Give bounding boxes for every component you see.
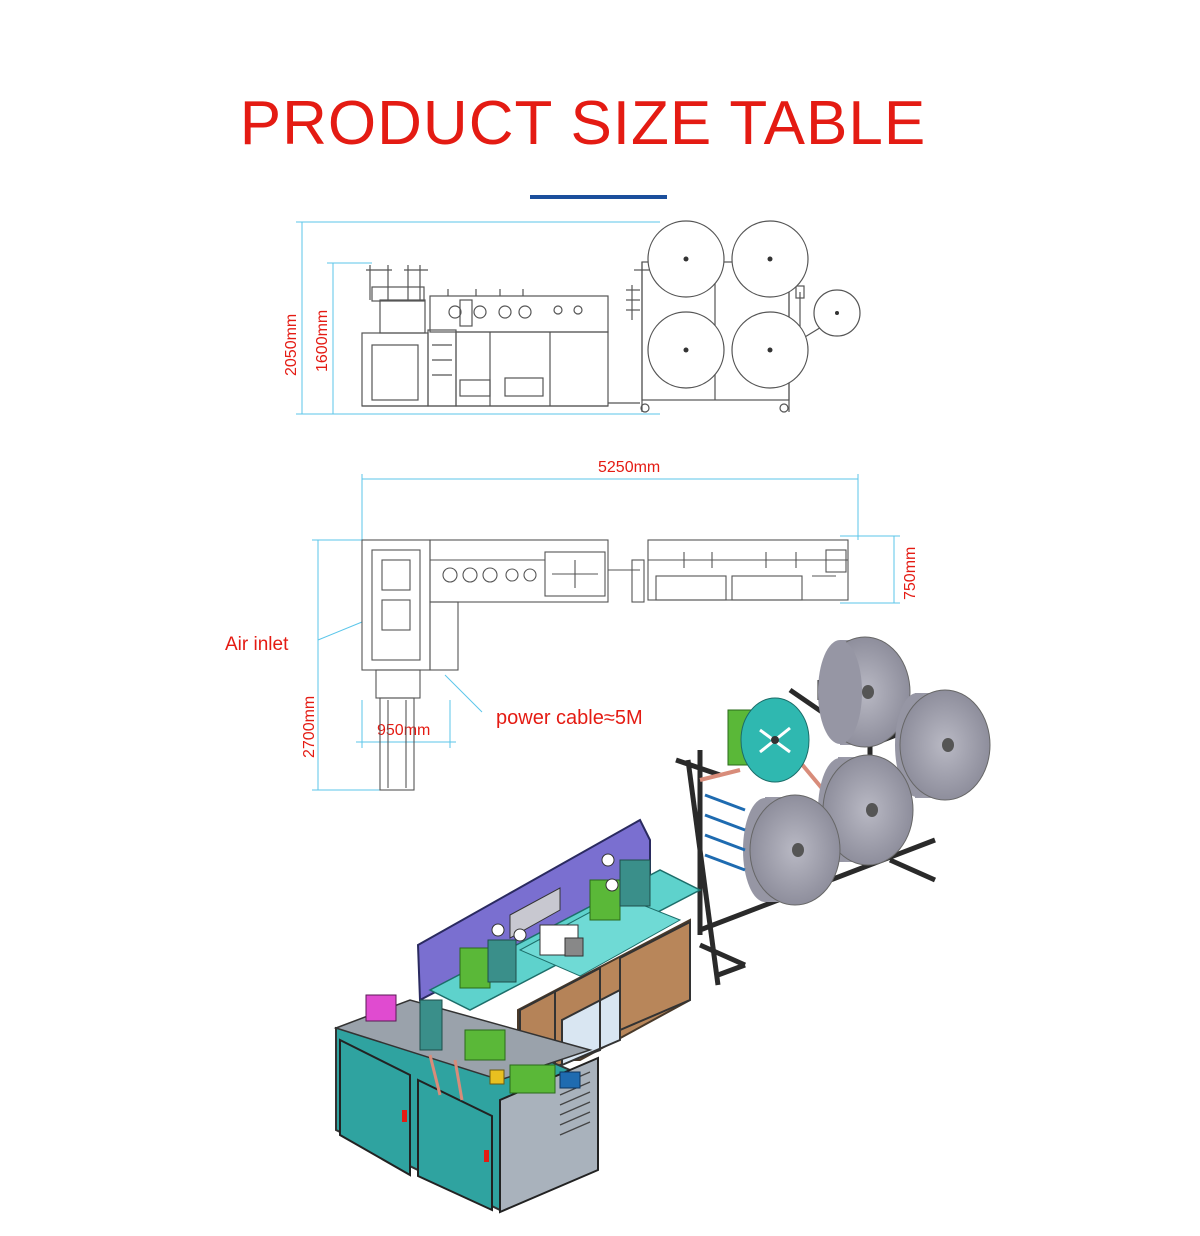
side-roll-hubs	[683, 256, 839, 353]
top-machine-outline	[361, 539, 849, 791]
side-view: 2050mm 1600mm	[283, 220, 861, 415]
dimension-2050mm: 2050mm	[283, 314, 300, 376]
dimension-2700mm: 2700mm	[301, 696, 318, 758]
power-cable-label: power cable≈5M	[496, 707, 643, 729]
air-inlet-label: Air inlet	[225, 634, 289, 655]
roll-front-left	[743, 794, 841, 906]
title-underline	[530, 195, 667, 199]
dimension-1600mm: 1600mm	[314, 310, 331, 372]
iso-guide-rollers	[704, 793, 746, 872]
isometric-view	[333, 636, 991, 1214]
roll-back-left	[818, 636, 911, 748]
side-dimension-lines	[296, 221, 660, 415]
top-dimension-lines	[312, 474, 900, 791]
roll-back-right	[895, 689, 991, 801]
dimension-950mm: 950mm	[377, 722, 430, 739]
iso-front-mechanisms	[365, 994, 581, 1101]
iso-earloop-reel	[727, 697, 810, 783]
iso-rolls	[743, 636, 991, 906]
page-title: PRODUCT SIZE TABLE	[239, 89, 927, 158]
dimension-5250mm: 5250mm	[598, 459, 660, 476]
side-rolls	[647, 220, 861, 389]
dimension-750mm: 750mm	[902, 547, 919, 600]
iso-mechanisms	[459, 853, 651, 989]
iso-front-cabinet	[333, 999, 599, 1214]
top-view: 5250mm 750mm 2700mm 950mm Air inlet powe…	[225, 459, 919, 791]
